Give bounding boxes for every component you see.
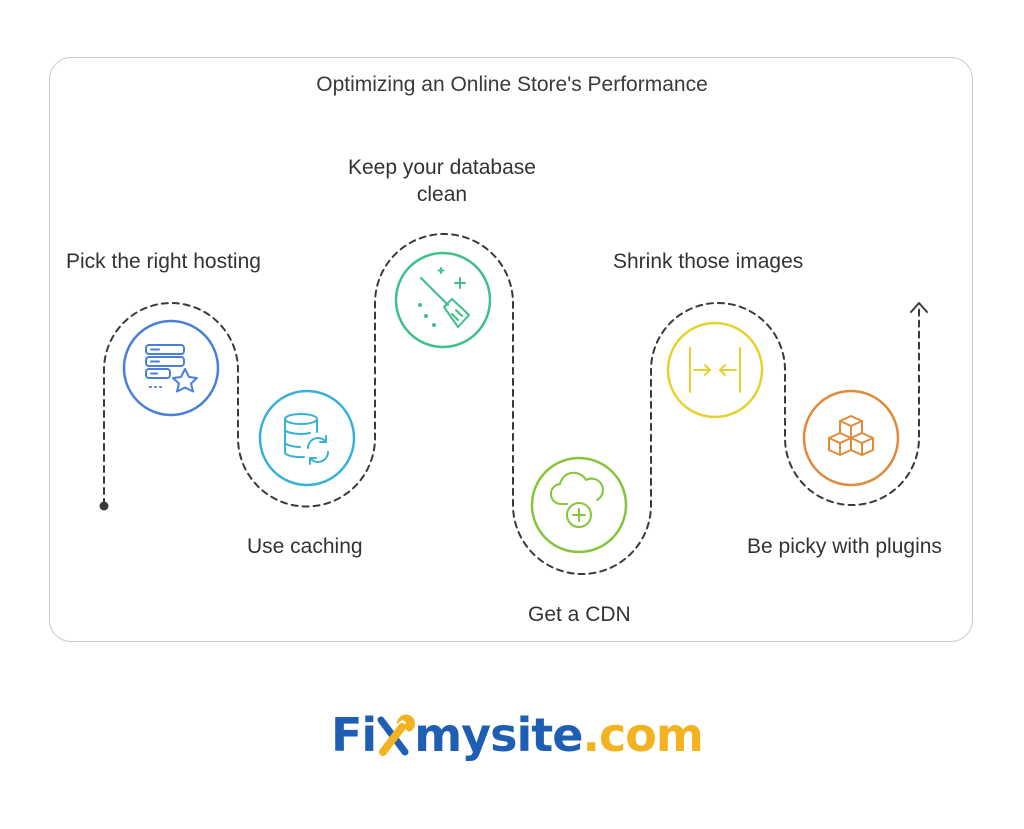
step-label-cdn: Get a CDN bbox=[528, 603, 631, 626]
step-label-plugins: Be picky with plugins bbox=[747, 535, 942, 558]
wrench-screwdriver-icon bbox=[377, 714, 416, 756]
broom-sparkle-icon bbox=[418, 267, 470, 328]
step-cdn bbox=[530, 456, 628, 554]
diagram-title: Optimizing an Online Store's Performance bbox=[316, 73, 708, 96]
step-label-database-clean: Keep your database clean bbox=[348, 156, 536, 206]
flow-start-dot bbox=[99, 501, 109, 511]
step-label-caching: Use caching bbox=[247, 535, 363, 558]
compress-arrows-icon bbox=[689, 347, 741, 393]
step-shrink-images bbox=[666, 321, 764, 419]
step-label-hosting: Pick the right hosting bbox=[66, 250, 261, 273]
brand-logo: Fi mysite .com bbox=[331, 700, 704, 770]
step-hosting bbox=[122, 319, 220, 417]
step-label-shrink-images: Shrink those images bbox=[613, 250, 804, 273]
cloud-plus-icon bbox=[550, 471, 604, 528]
brand-logo-part-fi: Fi bbox=[331, 708, 377, 762]
step-caching bbox=[258, 389, 356, 487]
flow-path bbox=[103, 233, 920, 575]
database-sync-icon bbox=[283, 413, 329, 465]
server-star-icon bbox=[145, 344, 198, 393]
brand-logo-part-com: .com bbox=[582, 708, 703, 762]
step-plugins bbox=[802, 389, 900, 487]
flow-arrow-head bbox=[910, 302, 928, 313]
brand-logo-part-mysite: mysite bbox=[414, 708, 583, 762]
stacked-cubes-icon bbox=[828, 415, 874, 456]
step-database-clean bbox=[394, 251, 492, 349]
